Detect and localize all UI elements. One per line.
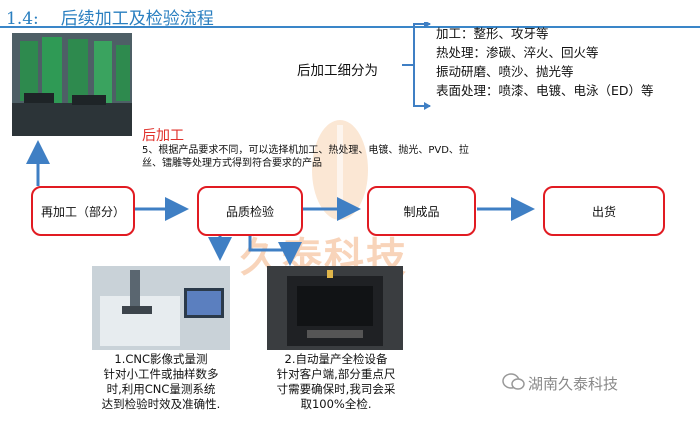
drill-press-illustration — [12, 33, 132, 136]
list-item: 加工：整形、攻牙等 — [436, 26, 549, 41]
section-number: 1.4: — [6, 9, 39, 29]
caption-line: 达到检验时效及准确性. — [101, 397, 221, 411]
bracket-icon — [402, 22, 431, 110]
caption-line: 时,利用CNC量测系统 — [106, 382, 216, 396]
section-title: 后续加工及检验流程 — [60, 9, 214, 29]
automatic-inspection-photo — [267, 266, 403, 350]
auto-inspection-caption: 2.自动量产全检设备 针对客户端,部分重点尺 寸需要确保时,我司会采 取100%… — [258, 352, 414, 412]
caption-line: 寸需要确保时,我司会采 — [276, 382, 396, 396]
cnc-measurement-illustration — [92, 266, 230, 350]
flow-node-quality-inspection: 品质检验 — [197, 186, 303, 236]
post-processing-red-label: 后加工 — [142, 128, 184, 144]
arrow-down-2 — [248, 235, 302, 266]
page-title: 1.4: 后续加工及检验流程 — [6, 4, 214, 29]
processing-note: 5、根据产品要求不同，可以选择机加工、热处理、电镀、抛光、PVD、拉丝、镭雕等处… — [142, 145, 469, 169]
wechat-account-name: 湖南久泰科技 — [528, 375, 619, 393]
cnc-measurement-photo — [92, 266, 230, 350]
flow-node-reprocess: 再加工（部分） — [31, 186, 135, 236]
post-processing-list: 加工：整形、攻牙等 热处理：渗碳、淬火、回火等 振动研磨、喷沙、抛光等 表面处理… — [436, 24, 654, 100]
automatic-inspection-illustration — [267, 266, 403, 350]
list-item: 振动研磨、喷沙、抛光等 — [436, 64, 574, 79]
machine-shop-photo — [12, 33, 132, 136]
caption-line: 取100%全检. — [300, 397, 372, 411]
wechat-icon — [502, 373, 525, 390]
caption-line: 针对小工件或抽样数多 — [103, 367, 219, 381]
caption-line: 1.CNC影像式量测 — [114, 352, 208, 366]
caption-line: 2.自动量产全检设备 — [284, 352, 388, 366]
list-item: 热处理：渗碳、淬火、回火等 — [436, 45, 599, 60]
caption-line: 针对客户端,部分重点尺 — [276, 367, 396, 381]
post-processing-label: 后加工细分为 — [297, 63, 378, 79]
list-item: 表面处理：喷漆、电镀、电泳（ED）等 — [436, 83, 654, 98]
cnc-caption: 1.CNC影像式量测 针对小工件或抽样数多 时,利用CNC量测系统 达到检验时效… — [86, 352, 236, 412]
flow-node-finished-product: 制成品 — [367, 186, 476, 236]
title-divider — [0, 26, 700, 28]
flow-node-shipment: 出货 — [543, 186, 665, 236]
watermark-logo-icon — [312, 120, 368, 220]
